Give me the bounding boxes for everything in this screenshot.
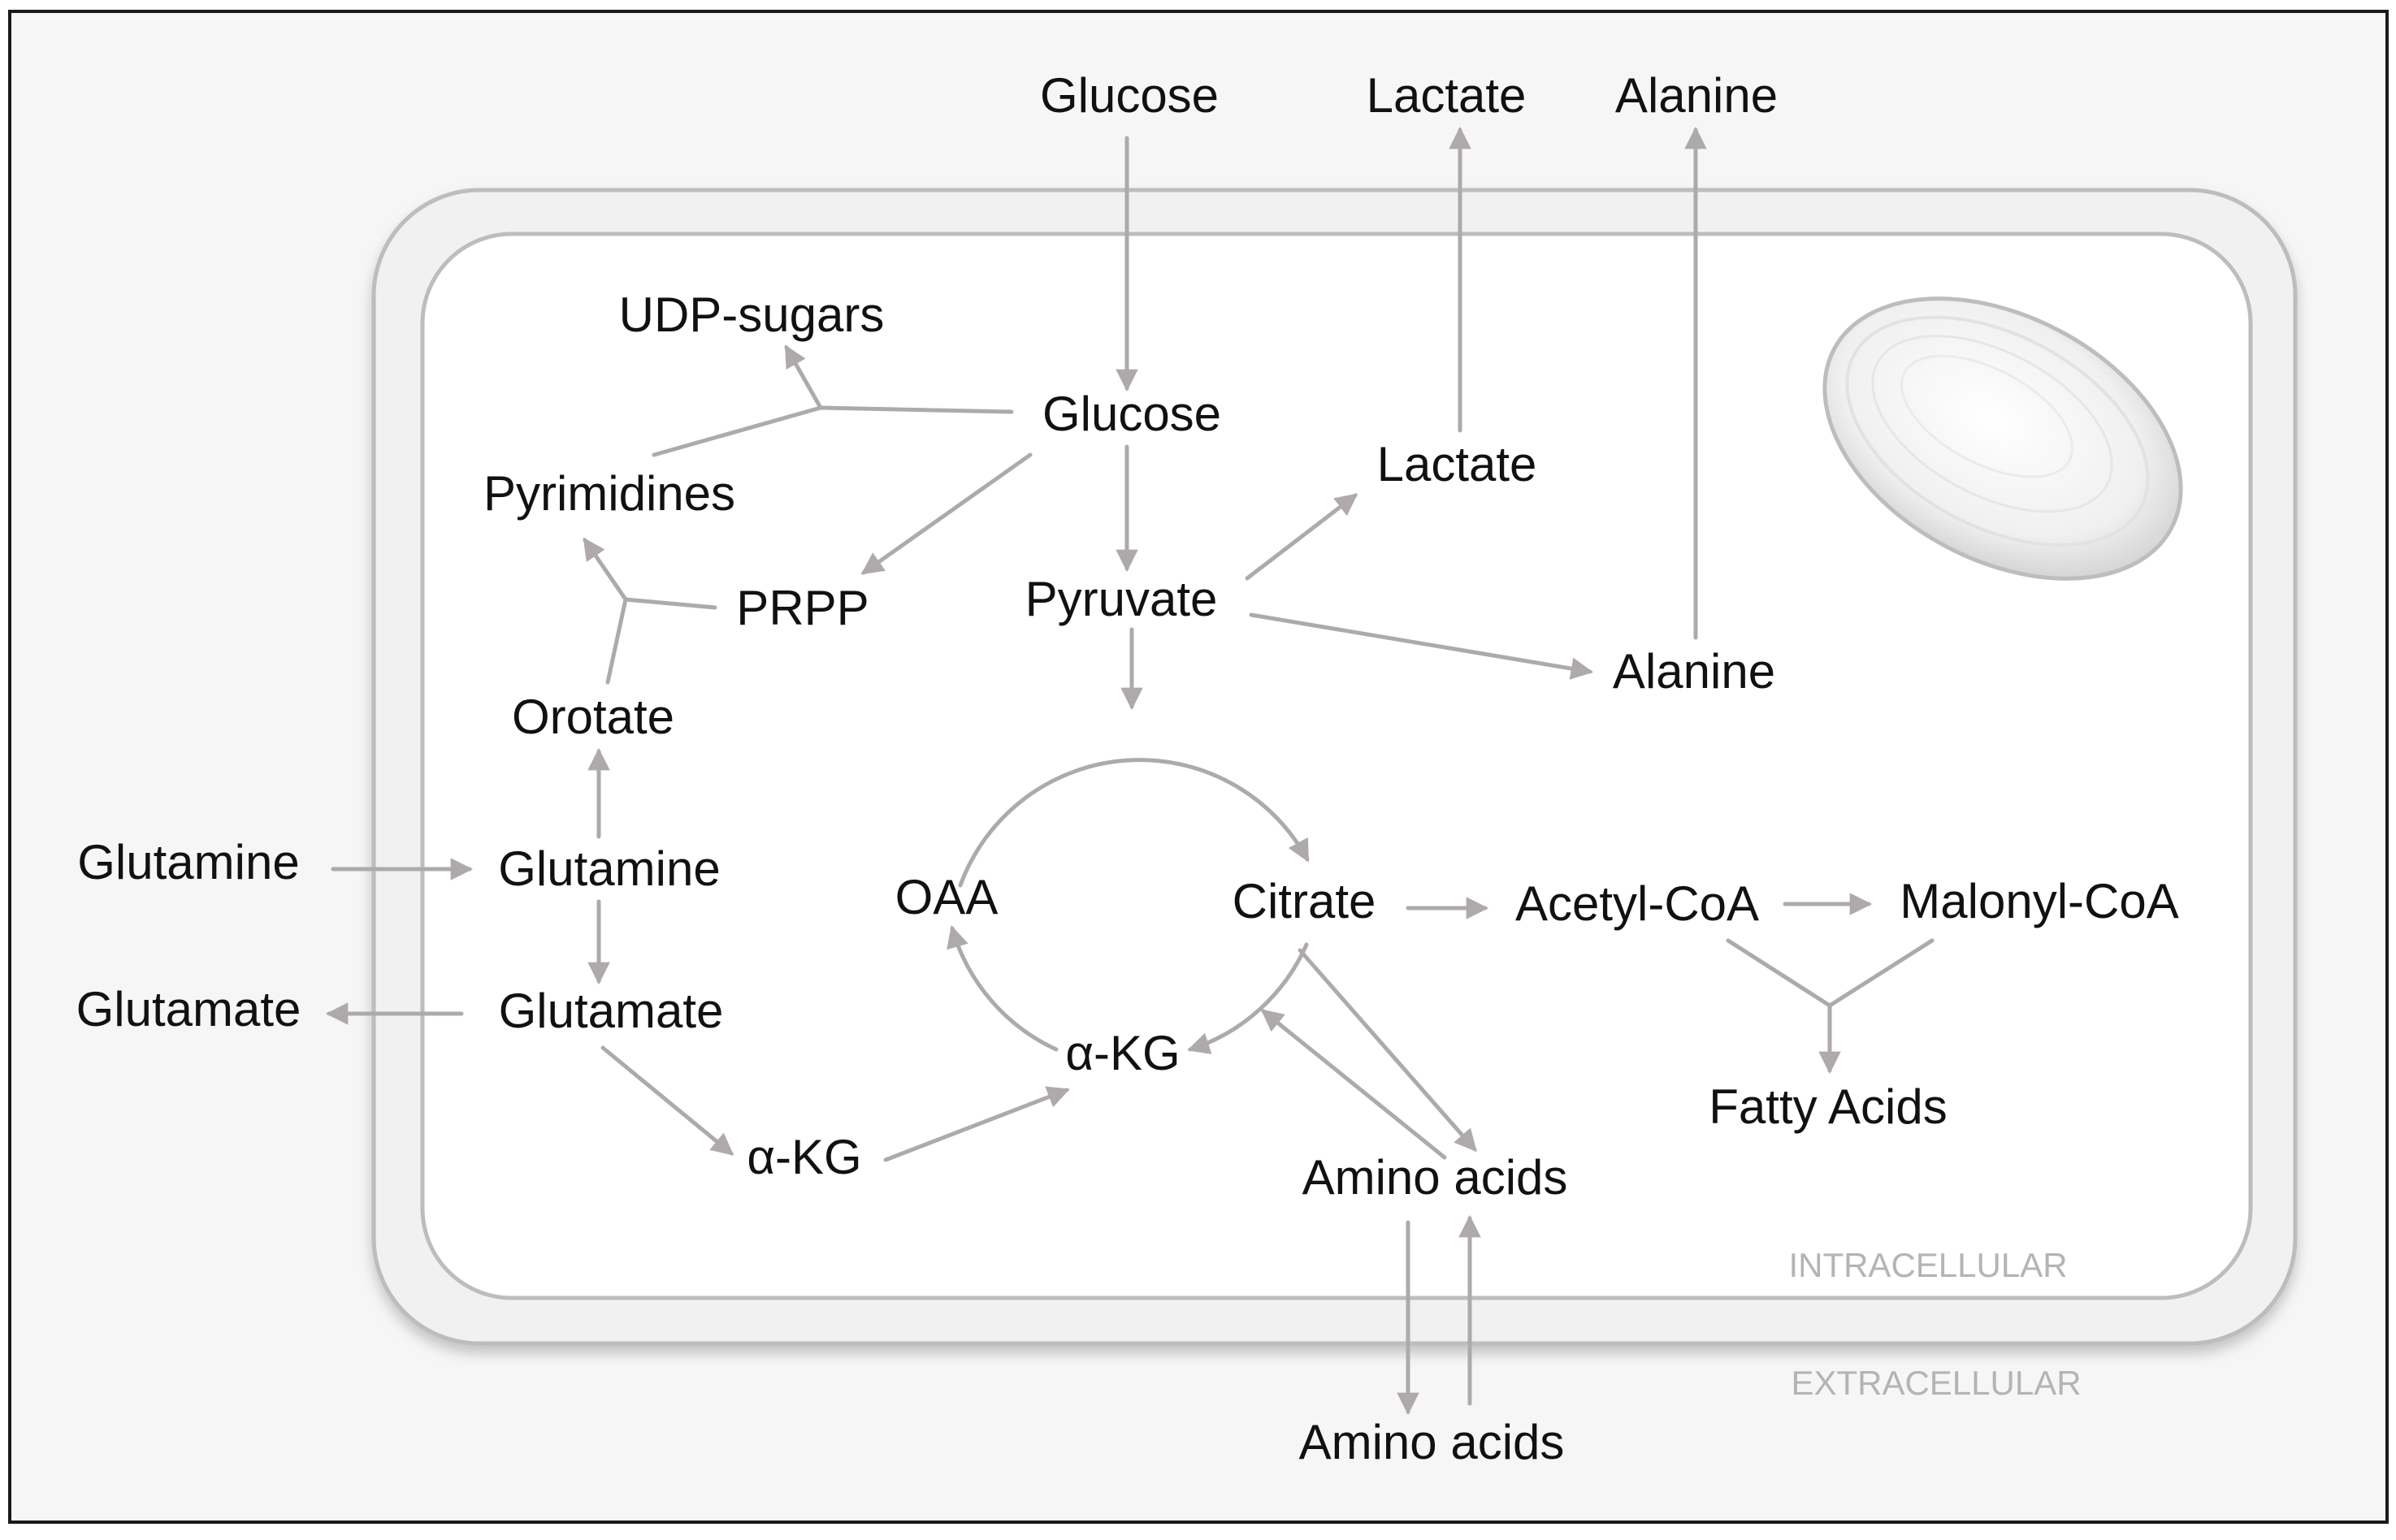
- arrow-to-udp-sugars: [784, 344, 823, 410]
- label-malonyl-coa: Malonyl-CoA: [1900, 874, 2179, 928]
- branch-acetyl-fatty: [1726, 938, 1832, 1008]
- arrow-citrate-to-amino-acids: [1298, 948, 1477, 1153]
- label-alanine-intracellular: Alanine: [1612, 644, 1776, 699]
- label-pyruvate: Pyruvate: [1025, 572, 1218, 626]
- label-akg-side: α-KG: [747, 1130, 862, 1184]
- arrow-to-pyrimidines: [583, 537, 628, 602]
- tca-arc-to-citrate: [958, 758, 1310, 888]
- cell-interior: [420, 231, 2253, 1300]
- zone-label-extracellular: EXTRACELLULAR: [1791, 1364, 2082, 1402]
- zone-label-intracellular: INTRACELLULAR: [1788, 1246, 2068, 1284]
- label-alanine-extracellular: Alanine: [1614, 68, 1779, 123]
- label-udp-sugars: UDP-sugars: [618, 288, 885, 342]
- label-glutamine-extracellular: Glutamine: [77, 835, 300, 889]
- tca-arc-akg-to-oaa: [947, 925, 1059, 1052]
- branch-malonyl-fatty: [1827, 938, 1935, 1008]
- label-glucose-extracellular: Glucose: [1039, 68, 1220, 123]
- arrow-pyruvate-to-lactate: [1245, 493, 1358, 581]
- tca-arc-citrate-to-akg: [1187, 942, 1309, 1054]
- label-lactate-intracellular: Lactate: [1376, 437, 1537, 491]
- branch-prpp: [623, 597, 717, 610]
- label-prpp: PRPP: [736, 581, 869, 635]
- label-pyrimidines: Pyrimidines: [483, 466, 736, 521]
- branch-pyrimidines-udp: [652, 405, 823, 457]
- label-oaa: OAA: [895, 870, 999, 924]
- label-citrate: Citrate: [1232, 874, 1376, 928]
- label-acetyl-coa: Acetyl-CoA: [1514, 876, 1760, 931]
- label-glutamate-intracellular: Glutamate: [498, 984, 724, 1038]
- branch-glucose-udp: [818, 405, 1014, 414]
- arrow-glutamate-to-akg: [600, 1045, 734, 1156]
- label-orotate: Orotate: [511, 690, 675, 744]
- label-fatty-acids: Fatty Acids: [1709, 1079, 1948, 1134]
- label-glucose-intracellular: Glucose: [1042, 387, 1222, 441]
- arrow-glucose-to-prpp: [860, 452, 1033, 575]
- label-glutamine-intracellular: Glutamine: [498, 841, 721, 896]
- label-akg-cycle: α-KG: [1065, 1026, 1181, 1080]
- label-amino-acids-intracellular: Amino acids: [1302, 1150, 1568, 1205]
- label-glutamate-extracellular: Glutamate: [76, 982, 301, 1036]
- arrow-amino-acids-to-akg: [1260, 1009, 1447, 1160]
- arrow-akg-to-cycle: [883, 1086, 1070, 1162]
- branch-orotate: [605, 597, 628, 685]
- label-lactate-extracellular: Lactate: [1366, 68, 1527, 123]
- arrow-pyruvate-to-alanine: [1249, 612, 1594, 680]
- organelle-icon: [1822, 296, 2183, 581]
- label-amino-acids-extracellular: Amino acids: [1298, 1415, 1565, 1469]
